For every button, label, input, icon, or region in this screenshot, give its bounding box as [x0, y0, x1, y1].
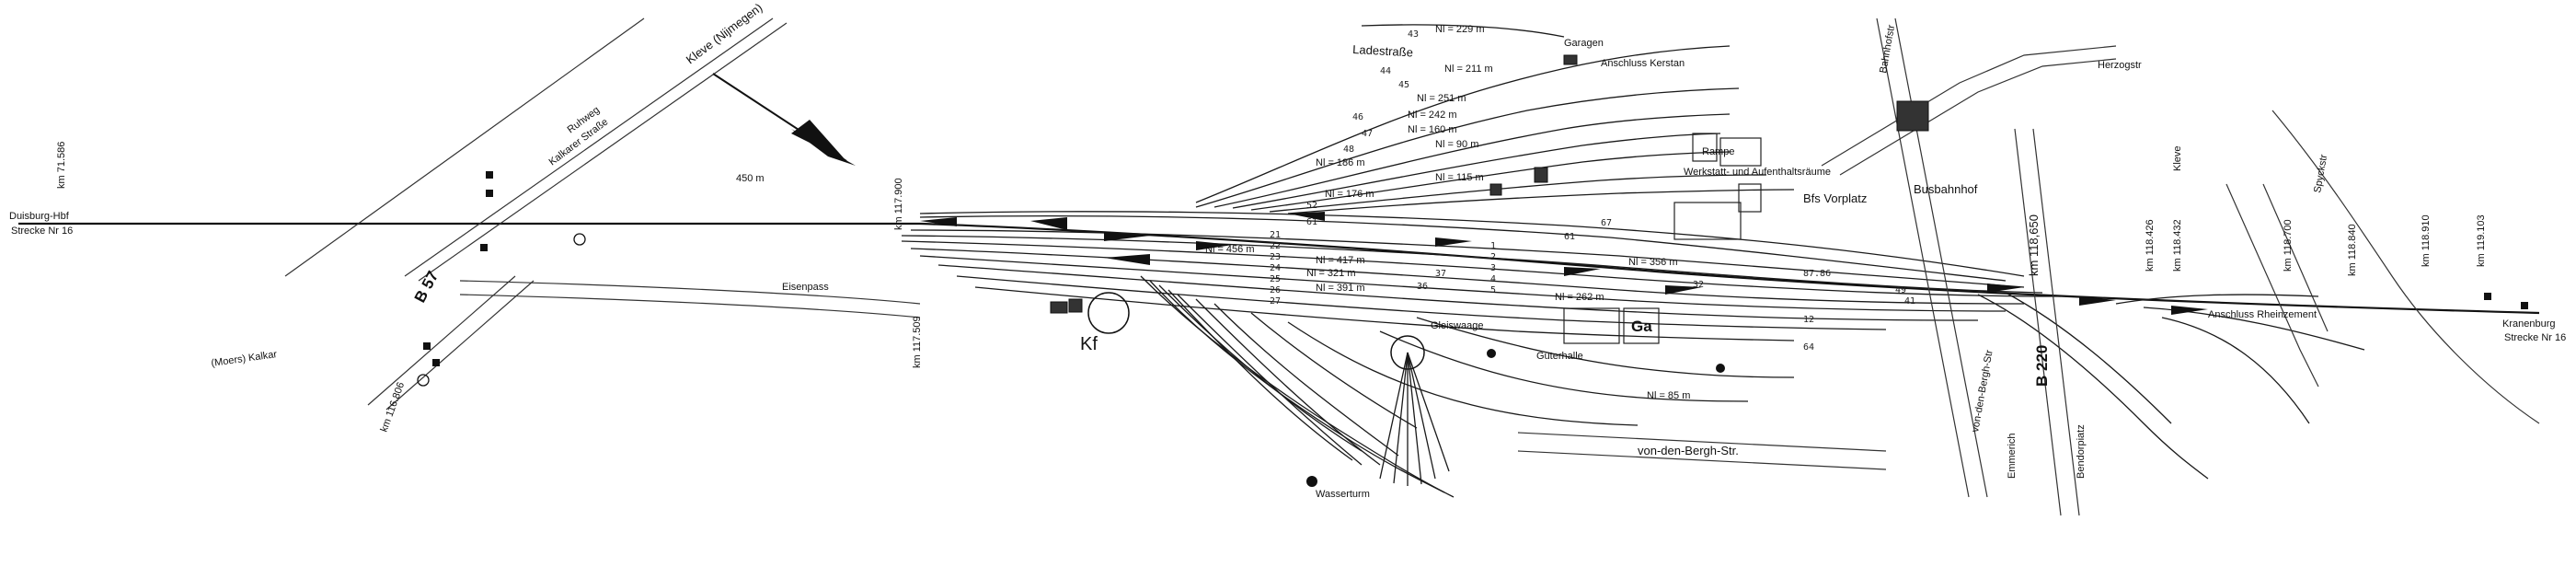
- label-eisenpass: Eisenpass: [782, 282, 829, 293]
- svg-text:87.86: 87.86: [1803, 269, 1831, 279]
- label-kleve-nijmegen: Kleve (Nijmegen): [684, 0, 765, 66]
- label-herzogstr: Herzogstr: [2098, 60, 2142, 71]
- label-len-321: Nl = 321 m: [1306, 268, 1356, 279]
- label-bahnhofstr: Bahnhofstr: [1878, 24, 1897, 75]
- label-len-229: Nl = 229 m: [1435, 24, 1485, 35]
- north-arrow-icon: [712, 73, 847, 162]
- label-b220: B 220: [2033, 345, 2051, 387]
- svg-text:46: 46: [1352, 112, 1363, 122]
- svg-text:26: 26: [1270, 285, 1281, 295]
- label-len-211: Nl = 211 m: [1444, 64, 1493, 75]
- label-von-den-bergh-str: von-den-Bergh-Str.: [1638, 444, 1739, 457]
- label-duisburg: Duisburg-Hbf: [9, 211, 70, 222]
- svg-text:27: 27: [1270, 296, 1281, 307]
- label-len-176: Nl = 176 m: [1325, 189, 1374, 200]
- label-emmerich: Emmerich: [2007, 433, 2018, 479]
- label-len-262: Nl = 262 m: [1555, 292, 1604, 303]
- label-lehrwerkstatt: Werkstatt- und Aufenthaltsräume: [1684, 167, 1831, 178]
- signals: [417, 171, 2528, 487]
- svg-text:2: 2: [1490, 252, 1496, 262]
- label-ga: Ga: [1631, 318, 1652, 335]
- label-bendorpiatz: Bendorpiatz: [2076, 424, 2087, 479]
- labels: Duisburg-Hbf Strecke Nr 16 km 71.586 Kle…: [9, 0, 2566, 500]
- svg-text:24: 24: [1270, 263, 1281, 273]
- label-km-left: km 71.586: [56, 142, 67, 189]
- svg-text:52: 52: [1306, 201, 1317, 211]
- label-anschluss-rhein: Anschluss Rheinzement: [2208, 309, 2317, 320]
- label-len-115: Nl = 115 m: [1435, 172, 1484, 183]
- label-gleiswaage: Gleiswaage: [1431, 320, 1483, 331]
- svg-text:43: 43: [1408, 29, 1419, 40]
- label-km-5: km 118.910: [2421, 214, 2432, 267]
- svg-text:12: 12: [1803, 315, 1814, 325]
- label-gueterhalle: Güterhalle: [1536, 351, 1583, 362]
- label-strecke-right: Strecke Nr 16: [2504, 332, 2566, 343]
- label-len-356: Nl = 356 m: [1628, 257, 1678, 268]
- label-kalkar: (Moers) Kalkar: [211, 349, 278, 369]
- svg-text:1: 1: [1490, 241, 1496, 251]
- label-len-450: 450 m: [736, 173, 765, 184]
- label-wasserturm: Wasserturm: [1316, 489, 1370, 500]
- label-len-417: Nl = 417 m: [1316, 255, 1365, 266]
- label-km-6: km 119.103: [2476, 214, 2487, 267]
- buildings: [1050, 54, 1929, 344]
- svg-text:36: 36: [1417, 282, 1428, 292]
- label-km-7: km 117.509: [912, 316, 923, 368]
- label-len-160: Nl = 160 m: [1408, 124, 1457, 135]
- label-strecke-left: Strecke Nr 16: [11, 226, 73, 237]
- svg-text:21: 21: [1270, 230, 1281, 240]
- label-kf: Kf: [1080, 334, 1098, 354]
- label-km-1: km 118.426: [2145, 219, 2156, 272]
- label-b57: B 57: [411, 268, 443, 306]
- svg-text:37: 37: [1435, 269, 1446, 279]
- roads: [284, 17, 2540, 516]
- label-garagen: Garagen: [1564, 38, 1604, 49]
- label-km-b220: km 118,650: [2027, 214, 2041, 276]
- svg-text:49: 49: [1895, 285, 1906, 295]
- label-len-90: Nl = 90 m: [1435, 139, 1478, 150]
- svg-text:22: 22: [1270, 241, 1281, 251]
- label-anschluss-kerstan: Anschluss Kerstan: [1601, 58, 1685, 69]
- label-ladestrasse: Ladestraße: [1352, 42, 1413, 59]
- label-busbahnhof: Busbahnhof: [1914, 182, 1978, 196]
- label-km-9: km 116.806: [379, 381, 408, 434]
- svg-text:4: 4: [1490, 274, 1496, 284]
- label-km-8: km 117.900: [893, 178, 904, 230]
- label-kleve: Kleve: [2172, 145, 2183, 171]
- svg-text:44: 44: [1380, 66, 1391, 76]
- label-len-85: Nl = 85 m: [1647, 390, 1690, 401]
- label-bf-vorplatz: Bfs Vorplatz: [1803, 191, 1867, 205]
- label-kranenburg: Kranenburg: [2502, 318, 2556, 330]
- label-von-den-bergh-str2: von-den-Bergh-Str: [1970, 349, 1995, 434]
- label-spyckstr: Spyckstr: [2312, 154, 2329, 194]
- svg-text:61: 61: [1564, 232, 1575, 242]
- turntable-fan: [1379, 335, 1450, 486]
- label-len-391: Nl = 391 m: [1316, 283, 1365, 294]
- svg-text:67: 67: [1601, 218, 1612, 228]
- label-km-2: km 118.432: [2172, 219, 2183, 272]
- svg-text:23: 23: [1270, 252, 1281, 262]
- svg-text:25: 25: [1270, 274, 1281, 284]
- label-len-456: Nl = 456 m: [1205, 244, 1255, 255]
- svg-text:41: 41: [1904, 296, 1915, 307]
- svg-text:45: 45: [1398, 80, 1409, 90]
- svg-text:61: 61: [1306, 217, 1317, 227]
- svg-text:64: 64: [1803, 342, 1814, 353]
- svg-text:48: 48: [1343, 145, 1354, 155]
- label-km-3: km 118.700: [2283, 219, 2294, 272]
- label-len-242: Nl = 242 m: [1408, 110, 1457, 121]
- label-len-186: Nl = 186 m: [1316, 157, 1365, 168]
- svg-text:5: 5: [1490, 285, 1496, 295]
- track-numbers: 52 61 21 22 23 24 25 26 27 48 47 46 45 4…: [1270, 29, 1915, 353]
- label-rampe: Rampe: [1702, 146, 1734, 157]
- depot-fan-tracks: [1140, 275, 1795, 498]
- label-km-4: km 118.840: [2347, 224, 2358, 276]
- svg-text:3: 3: [1490, 263, 1496, 273]
- svg-text:47: 47: [1362, 129, 1373, 139]
- svg-text:32: 32: [1693, 280, 1704, 290]
- station-tracks: [901, 211, 2062, 341]
- label-len-251: Nl = 251 m: [1417, 93, 1466, 104]
